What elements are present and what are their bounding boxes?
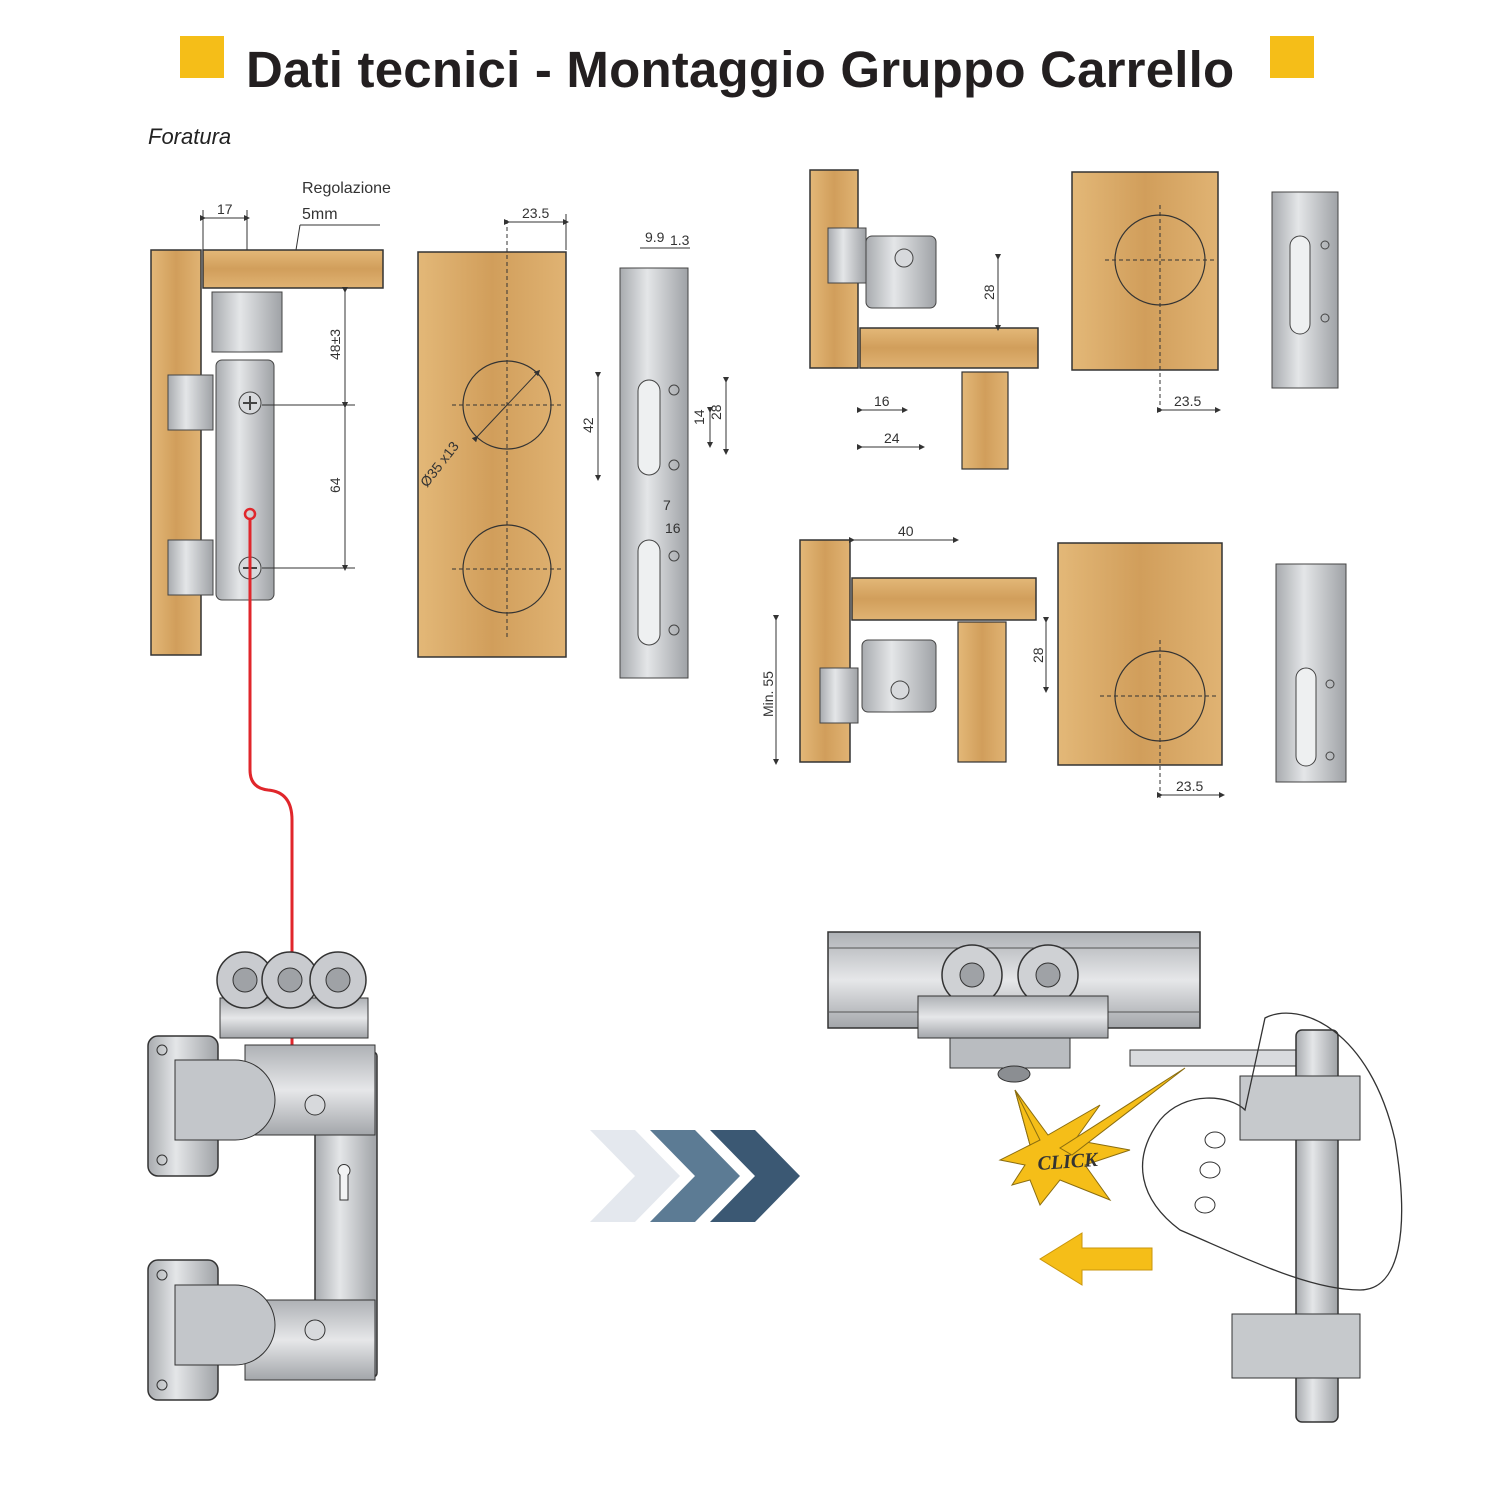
- red-connector-line: [248, 519, 294, 1058]
- accent-square-right: [1270, 36, 1314, 78]
- carriage-top: [211, 291, 283, 353]
- dim-23-5-c: 23.5: [1176, 778, 1203, 794]
- click-label: CLICK: [1037, 1149, 1100, 1175]
- dim-16-a: 16: [665, 520, 681, 536]
- dim-40: 40: [898, 523, 914, 539]
- top-panel: [202, 249, 384, 289]
- carriage-plate: [215, 359, 275, 601]
- dim-24: 24: [884, 430, 900, 446]
- dim-42: 42: [580, 417, 596, 433]
- dim-28-a: 28: [708, 404, 724, 420]
- dim-16-b: 16: [874, 393, 890, 409]
- dim-23-5-a: 23.5: [522, 205, 549, 221]
- header: Dati tecnici - Montaggio Gruppo Carrello: [0, 18, 1500, 98]
- rail-click-drawing: CLICK: [827, 931, 1403, 1423]
- arrow-left-icon: [1039, 1232, 1153, 1286]
- dim-64: 64: [327, 477, 343, 493]
- dim-17: 17: [217, 201, 233, 217]
- adjust-label-1: Regolazione: [302, 180, 391, 197]
- dim-min-55: Min. 55: [760, 671, 776, 717]
- accent-square-left: [180, 36, 224, 78]
- page-title: Dati tecnici - Montaggio Gruppo Carrello: [246, 41, 1235, 98]
- door-panel: [417, 251, 567, 658]
- dim-7: 7: [663, 497, 671, 513]
- hinge-cup-bottom: [167, 539, 214, 596]
- inset-section-drawing: 40 28 Min. 55 23.5: [760, 523, 1347, 800]
- dim-1-3: 1.3: [670, 232, 690, 248]
- section-subtitle: Foratura: [148, 124, 232, 149]
- chevron-right-icon: [590, 1130, 800, 1222]
- overlay-section-drawing: 28 16 24 23.5: [809, 169, 1339, 470]
- hinge-cup-top: [167, 374, 214, 431]
- profile-front-drawing: 42 14 28 7 16 9.9 1.3: [580, 229, 729, 679]
- dim-9-9: 9.9: [645, 229, 665, 245]
- dim-28-c: 28: [1030, 647, 1046, 663]
- side-section-drawing: 17 Regolazione 5mm 48±3 64: [150, 180, 391, 656]
- carriage-assembly: [147, 951, 378, 1401]
- dim-28-b: 28: [981, 284, 997, 300]
- dim-48: 48±3: [327, 329, 343, 360]
- adjust-label-2: 5mm: [302, 206, 338, 223]
- dim-14: 14: [691, 409, 707, 425]
- door-front-drawing: Ø35 x13 23.5: [417, 205, 569, 658]
- dim-23-5-b: 23.5: [1174, 393, 1201, 409]
